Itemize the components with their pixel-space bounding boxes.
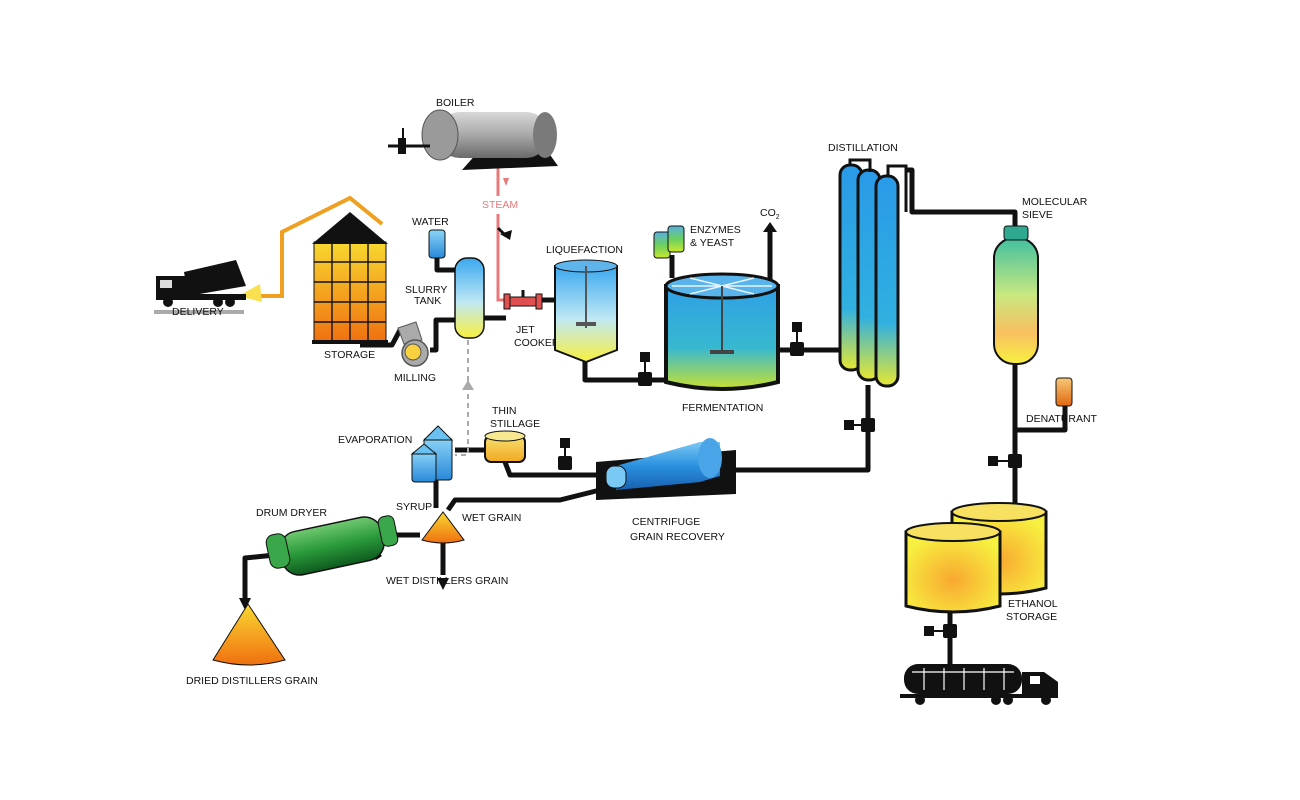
storage-label: STORAGE [324,349,375,361]
liquefaction-tank [554,259,618,364]
centrifuge [596,438,736,500]
molecular-sieve-label-line2: SIEVE [1022,209,1053,221]
tanker-truck-icon [900,664,1058,705]
jet-cooker-label-line1: JET [516,324,535,336]
fermentation-tank [664,272,780,391]
wet-grain-label: WET GRAIN [462,512,521,524]
thin-stillage-label-line1: THIN [492,405,517,417]
ethanol-storage-tanks [904,502,1048,614]
steam-arrow [503,178,509,186]
distillation-label: DISTILLATION [828,142,898,154]
slurry-tank [454,257,485,339]
flow-arrows [239,222,777,610]
water-tank [428,229,446,259]
molecular-sieve [993,225,1039,365]
boiler [388,109,558,170]
drum-dryer-label: DRUM DRYER [256,507,327,519]
valve-icon [790,322,804,356]
jet-cooker-label-line2: COOKER [514,337,560,349]
enzymes-yeast-label-line1: ENZYMES [690,224,741,236]
enzymes-yeast-tanks [653,225,685,259]
denaturant-label: DENATURANT [1026,413,1098,425]
valve-icon [558,438,572,470]
ethanol-storage-label-line2: STORAGE [1006,611,1057,623]
molecular-sieve-label-line1: MOLECULAR [1022,196,1088,208]
steam-label: STEAM [482,199,518,211]
dried-distillers-grain-label: DRIED DISTILLERS GRAIN [186,675,318,687]
fermentation-label: FERMENTATION [682,402,763,414]
drum-dryer [265,515,399,576]
liquefaction-label: LIQUEFACTION [546,244,623,256]
delivery-truck-icon [154,260,246,314]
storage-silo [312,212,388,344]
wet-distillers-grain-label: WET DISTILLERS GRAIN [386,575,508,587]
delivery-label: DELIVERY [172,306,224,318]
syrup-label: SYRUP [396,501,432,513]
jet-cooker [503,290,543,310]
evaporation-label: EVAPORATION [338,434,412,446]
recycle-line [455,340,469,456]
co2-label: CO2 [760,207,780,221]
recycle-arrow [462,380,474,390]
valve-icon [988,454,1022,468]
water-label: WATER [412,216,449,228]
slurry-tank-label-line2: TANK [414,295,441,307]
slurry-tank-label-line1: SLURRY [405,284,447,296]
evaporation-units [410,425,454,483]
centrifuge-label-line1: CENTRIFUGE [632,516,700,528]
denaturant-tank [1055,377,1073,407]
delivery-chute [248,195,384,298]
dried-distillers-grain-pile [212,603,286,666]
ethanol-storage-label-line1: ETHANOL [1008,598,1058,610]
valve-icon [844,418,875,432]
enzymes-yeast-label-line2: & YEAST [690,237,735,249]
thin-stillage-label-line2: STILLAGE [490,418,540,430]
process-pipes [242,167,1068,668]
valve-icon [924,624,957,638]
thin-stillage-tank [484,430,526,463]
boiler-label: BOILER [436,97,475,109]
valve-icon [638,352,652,386]
wet-grain-pile [421,511,465,544]
steam-valve-icon [496,226,512,240]
milling-unit [397,321,429,367]
milling-label: MILLING [394,372,436,384]
centrifuge-label-line2: GRAIN RECOVERY [630,531,725,543]
distillation-columns [838,158,908,388]
